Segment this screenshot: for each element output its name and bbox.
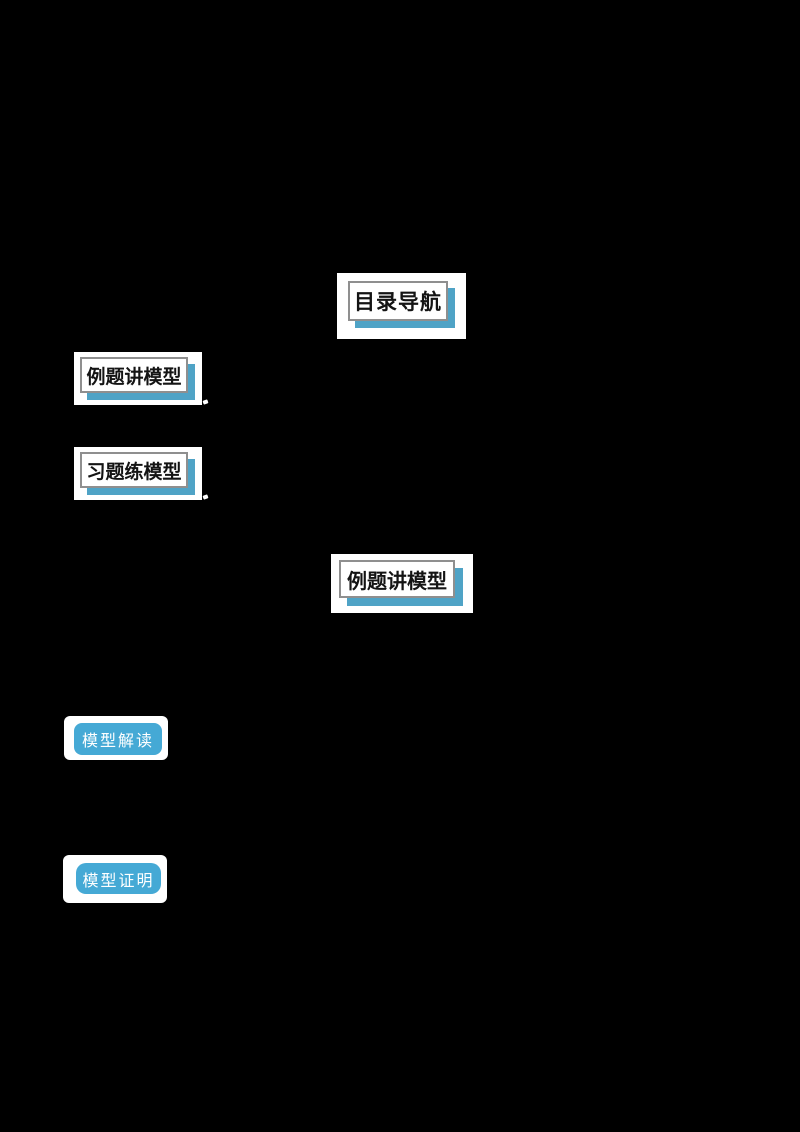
section-title-label: 例题讲模型 (347, 570, 447, 593)
model-interpretation-label: 模型解读 (81, 733, 154, 750)
model-interpretation-button[interactable]: 模型解读 (74, 723, 162, 755)
model-interpretation-patch: 模型解读 (64, 716, 168, 760)
toc-item-example-box[interactable]: 例题讲模型 (80, 357, 188, 393)
model-proof-patch: 模型证明 (63, 855, 167, 903)
model-proof-button[interactable]: 模型证明 (76, 863, 161, 894)
artifact-speck-1 (202, 399, 209, 405)
section-title-patch: 例题讲模型 (331, 554, 473, 613)
toc-title-patch: 目录导航 (337, 273, 466, 339)
model-proof-label: 模型证明 (82, 872, 155, 890)
toc-item-practice-patch: 习题练模型 (74, 447, 202, 500)
toc-title-box: 目录导航 (348, 281, 448, 321)
toc-title-label: 目录导航 (354, 290, 442, 314)
toc-item-practice-box[interactable]: 习题练模型 (80, 452, 188, 488)
section-title-box: 例题讲模型 (339, 560, 455, 598)
toc-item-example-patch: 例题讲模型 (74, 352, 202, 405)
toc-item-practice-label: 习题练模型 (86, 461, 182, 483)
toc-item-example-label: 例题讲模型 (86, 366, 182, 388)
artifact-speck-2 (202, 494, 209, 500)
